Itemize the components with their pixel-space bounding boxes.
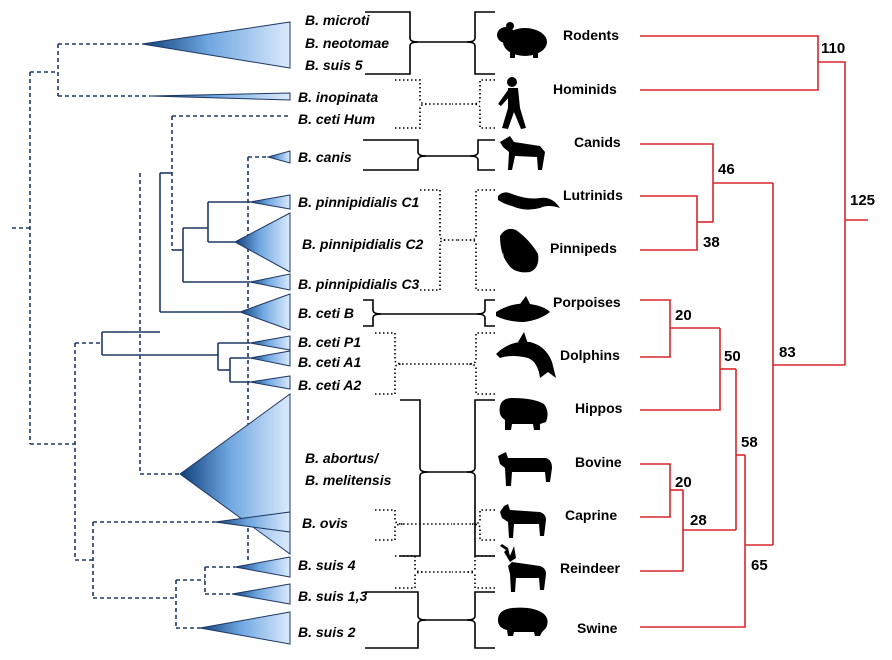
node-label: 83 bbox=[779, 344, 796, 361]
clade-pinnipedialis-c2 bbox=[233, 212, 291, 273]
species-label: B. pinnipidialis C1 bbox=[298, 194, 420, 210]
clade-suis-4 bbox=[234, 556, 291, 578]
divergence-times: 110 125 46 38 20 50 83 58 20 28 65 bbox=[675, 40, 875, 574]
host-label: Hominids bbox=[553, 81, 617, 97]
species-label: B. melitensis bbox=[305, 472, 392, 488]
host-labels: Rodents Hominids Canids Lutrinids Pinnip… bbox=[550, 27, 623, 636]
species-label: B. ceti P1 bbox=[298, 334, 361, 350]
human-icon bbox=[498, 77, 526, 129]
host-label: Rodents bbox=[563, 27, 619, 43]
goat-icon bbox=[500, 504, 546, 538]
species-label: B. pinnipidialis C2 bbox=[302, 236, 424, 252]
host-label: Reindeer bbox=[560, 560, 620, 576]
host-silhouettes bbox=[496, 22, 560, 636]
species-label: B. inopinata bbox=[298, 89, 378, 105]
species-label: B. ovis bbox=[302, 515, 348, 531]
pig-icon bbox=[498, 607, 548, 636]
clade-ovis bbox=[214, 511, 291, 533]
species-label: B. abortus/ bbox=[305, 450, 380, 466]
host-label: Bovine bbox=[575, 454, 622, 470]
node-label: 65 bbox=[751, 557, 768, 574]
species-label: B. ceti A1 bbox=[298, 354, 361, 370]
otter-icon bbox=[498, 192, 560, 210]
association-brackets bbox=[363, 11, 495, 649]
species-label: B. canis bbox=[298, 149, 352, 165]
node-label: 20 bbox=[675, 307, 692, 324]
hippo-icon bbox=[499, 398, 548, 430]
species-label: B. suis 5 bbox=[305, 57, 363, 73]
cow-icon bbox=[498, 452, 552, 486]
host-label: Lutrinids bbox=[563, 187, 623, 203]
host-label: Canids bbox=[574, 134, 621, 150]
species-label: B. suis 1,3 bbox=[298, 588, 367, 604]
host-label: Dolphins bbox=[560, 347, 620, 363]
node-label: 58 bbox=[741, 434, 758, 451]
species-label: B. microti bbox=[305, 12, 371, 28]
species-label: B. ceti A2 bbox=[298, 377, 361, 393]
node-label: 50 bbox=[724, 348, 741, 365]
host-label: Caprine bbox=[565, 507, 617, 523]
species-label: B. suis 2 bbox=[298, 624, 356, 640]
clade-abortus-melitensis bbox=[179, 393, 291, 555]
clade-pinnipedialis-c3 bbox=[249, 273, 291, 291]
clade-pinnipedialis-c1 bbox=[249, 194, 291, 210]
clade-ceti-p1 bbox=[249, 335, 291, 351]
node-label: 38 bbox=[703, 234, 720, 251]
host-label: Pinnipeds bbox=[550, 240, 617, 256]
node-label: 28 bbox=[690, 512, 707, 529]
clade-suis-2 bbox=[199, 611, 291, 645]
walrus-icon bbox=[500, 228, 539, 273]
dog-icon bbox=[500, 136, 545, 170]
node-label: 110 bbox=[821, 40, 845, 57]
species-label: B. neotomae bbox=[305, 35, 389, 51]
clade-ceti-a2 bbox=[249, 375, 291, 390]
node-label: 46 bbox=[718, 161, 735, 178]
clade-rodent-brucella bbox=[141, 21, 291, 69]
brucella-tree bbox=[12, 21, 291, 645]
clade-ceti-b bbox=[238, 293, 291, 331]
node-label: 125 bbox=[850, 192, 875, 209]
clade-inopinata bbox=[149, 92, 291, 101]
host-tree bbox=[640, 35, 868, 628]
species-label: B. suis 4 bbox=[298, 557, 356, 573]
node-label: 20 bbox=[675, 474, 692, 491]
species-label: B. pinnipidialis C3 bbox=[298, 276, 420, 292]
rodent-icon bbox=[497, 22, 547, 58]
clade-ceti-a1 bbox=[249, 350, 291, 367]
host-label: Swine bbox=[577, 620, 618, 636]
reindeer-icon bbox=[500, 544, 546, 592]
species-label: B. ceti B bbox=[298, 305, 354, 321]
host-label: Hippos bbox=[575, 400, 623, 416]
porpoise-icon bbox=[496, 296, 550, 322]
host-label: Porpoises bbox=[553, 294, 621, 310]
dolphin-icon bbox=[496, 332, 556, 378]
clade-suis-1-3 bbox=[231, 583, 291, 605]
clade-canis bbox=[266, 150, 291, 164]
species-label: B. ceti Hum bbox=[298, 111, 375, 127]
species-labels: B. microti B. neotomae B. suis 5 B. inop… bbox=[298, 12, 424, 640]
